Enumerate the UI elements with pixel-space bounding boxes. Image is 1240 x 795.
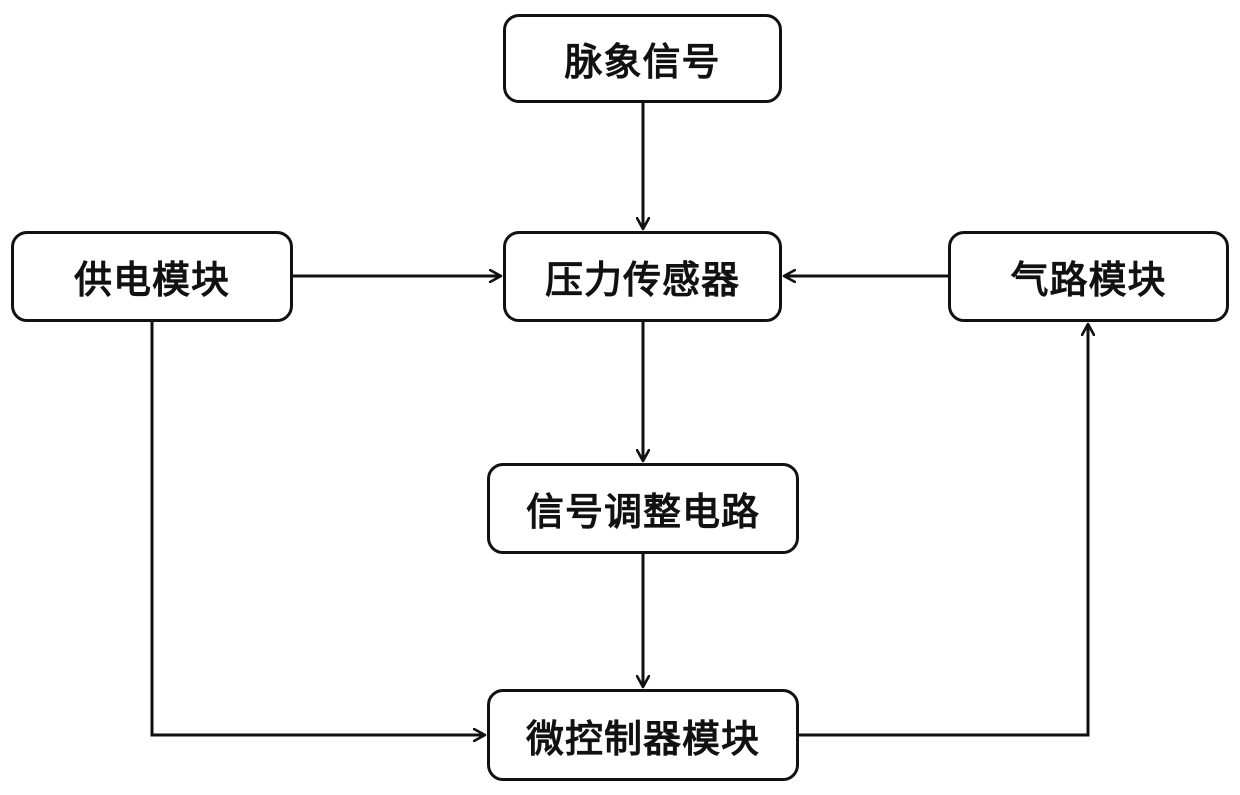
arrow-power-to-mcu bbox=[152, 322, 485, 735]
power-module-node: 供电模块 bbox=[11, 231, 293, 322]
signal-circuit-node: 信号调整电路 bbox=[487, 463, 799, 554]
air-module-node: 气路模块 bbox=[948, 231, 1229, 322]
air-module-label: 气路模块 bbox=[1010, 249, 1166, 304]
pressure-sensor-label: 压力传感器 bbox=[545, 249, 740, 304]
pressure-sensor-node: 压力传感器 bbox=[503, 231, 782, 322]
pulse-signal-node: 脉象信号 bbox=[503, 14, 782, 103]
signal-circuit-label: 信号调整电路 bbox=[526, 481, 760, 536]
power-module-label: 供电模块 bbox=[74, 249, 230, 304]
mcu-module-node: 微控制器模块 bbox=[487, 689, 799, 781]
arrow-mcu-to-air bbox=[799, 324, 1088, 735]
mcu-module-label: 微控制器模块 bbox=[526, 708, 760, 763]
pulse-signal-label: 脉象信号 bbox=[564, 31, 720, 86]
